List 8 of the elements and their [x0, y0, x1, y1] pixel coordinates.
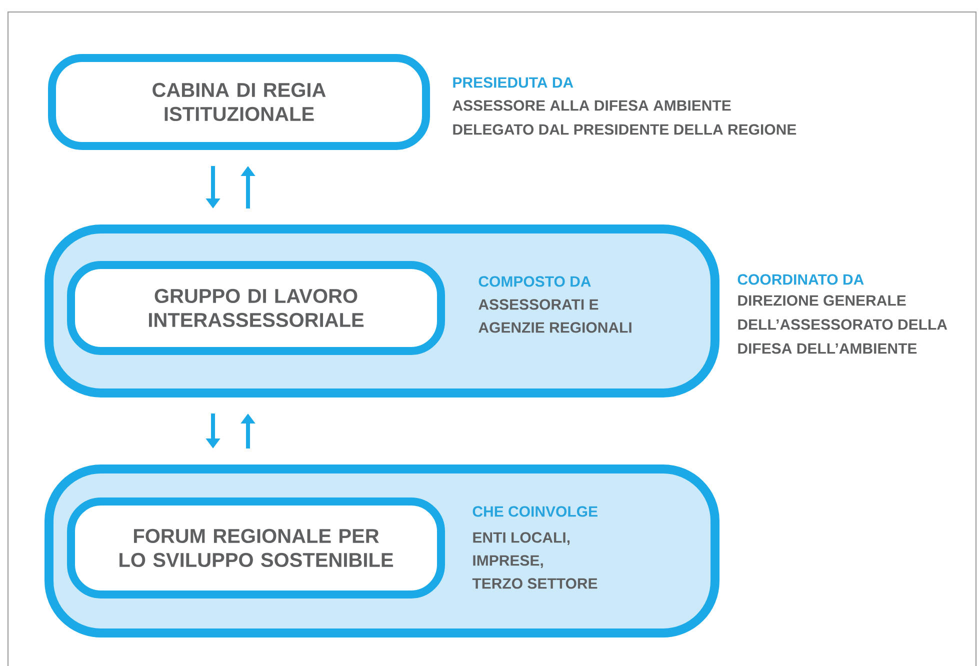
description-text: ASSESSORE ALLA DIFESA AMBIENTE DELEGATO DAL PRESIDENTE DELLA REGIONE [452, 100, 796, 135]
section-heading: PRESIEDUTA DA [453, 77, 574, 88]
description-text: ASSESSORATI E AGENZIE REGIONALI [478, 299, 632, 333]
description-text: DIREZIONE GENERALE DELL’ASSESSORATO DELLA DIFESA DELL’AMBIENTE [738, 295, 948, 354]
process-box: CABINA DI REGIA ISTITUZIONALE [48, 54, 430, 150]
process-box: GRUPPO DI LAVORO INTERASSESSORIALE [67, 261, 445, 355]
section-heading: COMPOSTO DA [478, 276, 591, 287]
section-heading: COORDINATO DA [738, 274, 864, 285]
